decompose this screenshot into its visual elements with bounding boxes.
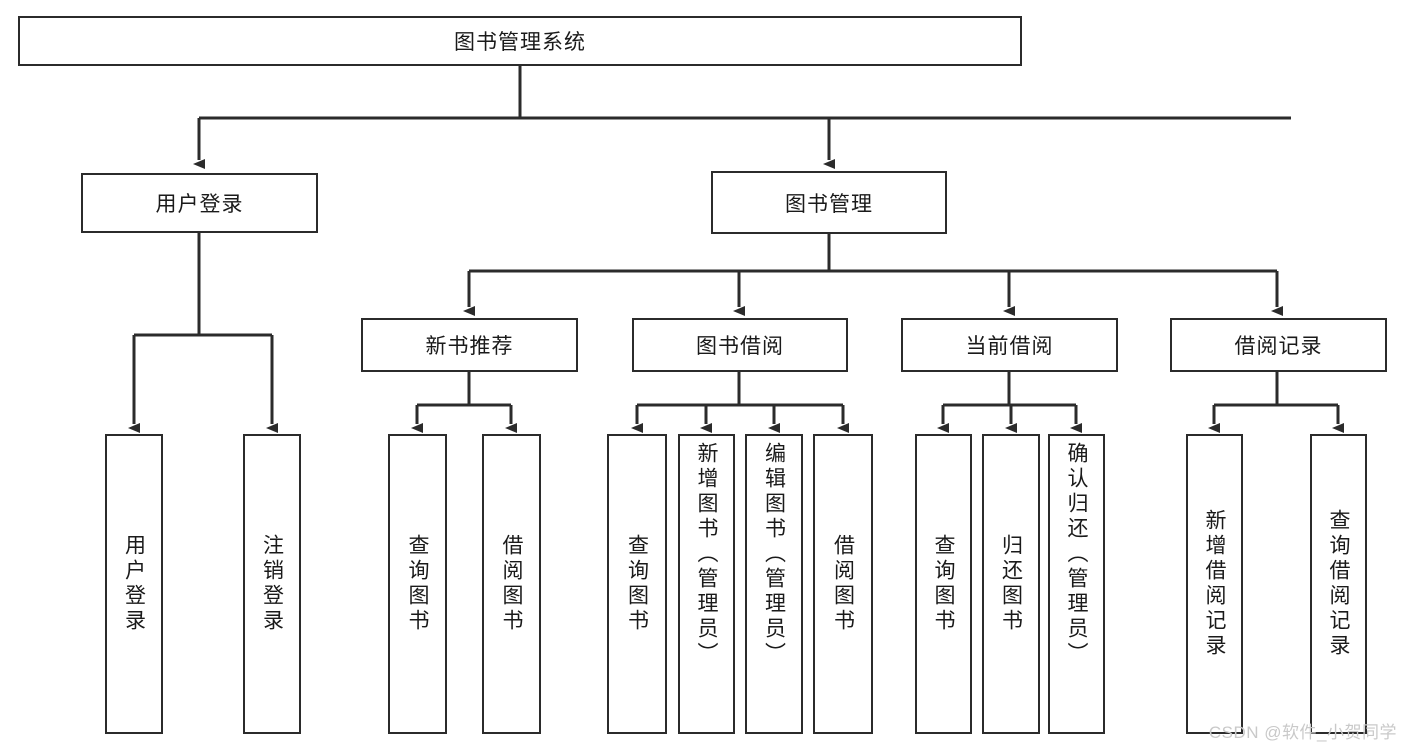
leaf-borrow-edit[interactable]: 编辑图书（管理员） (745, 434, 803, 734)
leaf-borrow-book[interactable]: 借阅图书 (813, 434, 873, 734)
leaf-borrow-edit-label: 编辑图书（管理员） (762, 442, 786, 667)
leaf-current-query[interactable]: 查询图书 (915, 434, 972, 734)
leaf-user-login[interactable]: 用户登录 (105, 434, 163, 734)
node-borrow-record-label: 借阅记录 (1234, 335, 1323, 358)
node-root[interactable]: 图书管理系统 (18, 16, 1022, 66)
node-book-management[interactable]: 图书管理 (711, 171, 947, 234)
node-new-book-recommend[interactable]: 新书推荐 (361, 318, 578, 372)
leaf-current-confirm-return-label: 确认归还（管理员） (1065, 442, 1088, 667)
leaf-borrow-add-label: 新增图书（管理员） (695, 442, 718, 667)
leaf-newbook-query-label: 查询图书 (406, 534, 429, 634)
leaf-borrow-book-label: 借阅图书 (831, 534, 855, 634)
leaf-current-query-label: 查询图书 (932, 534, 955, 634)
leaf-newbook-query[interactable]: 查询图书 (388, 434, 447, 734)
leaf-record-add-label: 新增借阅记录 (1203, 509, 1226, 659)
node-user-login[interactable]: 用户登录 (81, 173, 318, 233)
node-current-borrow-label: 当前借阅 (965, 335, 1054, 358)
csdn-watermark: CSDN @软件_小贺同学 (1208, 723, 1397, 742)
node-user-login-label: 用户登录 (155, 193, 244, 216)
leaf-borrow-query[interactable]: 查询图书 (607, 434, 667, 734)
leaf-newbook-borrow-label: 借阅图书 (500, 534, 523, 634)
leaf-current-return[interactable]: 归还图书 (982, 434, 1040, 734)
node-new-book-recommend-label: 新书推荐 (425, 335, 514, 358)
leaf-record-add[interactable]: 新增借阅记录 (1186, 434, 1243, 734)
leaf-current-confirm-return[interactable]: 确认归还（管理员） (1048, 434, 1105, 734)
node-root-label: 图书管理系统 (454, 31, 586, 54)
leaf-borrow-add[interactable]: 新增图书（管理员） (678, 434, 735, 734)
leaf-newbook-borrow[interactable]: 借阅图书 (482, 434, 541, 734)
leaf-user-logout-label: 注销登录 (260, 534, 284, 634)
node-current-borrow[interactable]: 当前借阅 (901, 318, 1118, 372)
leaf-user-login-label: 用户登录 (122, 534, 146, 634)
leaf-current-return-label: 归还图书 (999, 534, 1023, 634)
leaf-borrow-query-label: 查询图书 (625, 534, 649, 634)
leaf-record-query[interactable]: 查询借阅记录 (1310, 434, 1367, 734)
leaf-user-logout[interactable]: 注销登录 (243, 434, 301, 734)
node-book-management-label: 图书管理 (785, 192, 873, 216)
leaf-record-query-label: 查询借阅记录 (1327, 509, 1350, 659)
node-book-borrow[interactable]: 图书借阅 (632, 318, 848, 372)
node-borrow-record[interactable]: 借阅记录 (1170, 318, 1387, 372)
node-book-borrow-label: 图书借阅 (696, 335, 784, 358)
